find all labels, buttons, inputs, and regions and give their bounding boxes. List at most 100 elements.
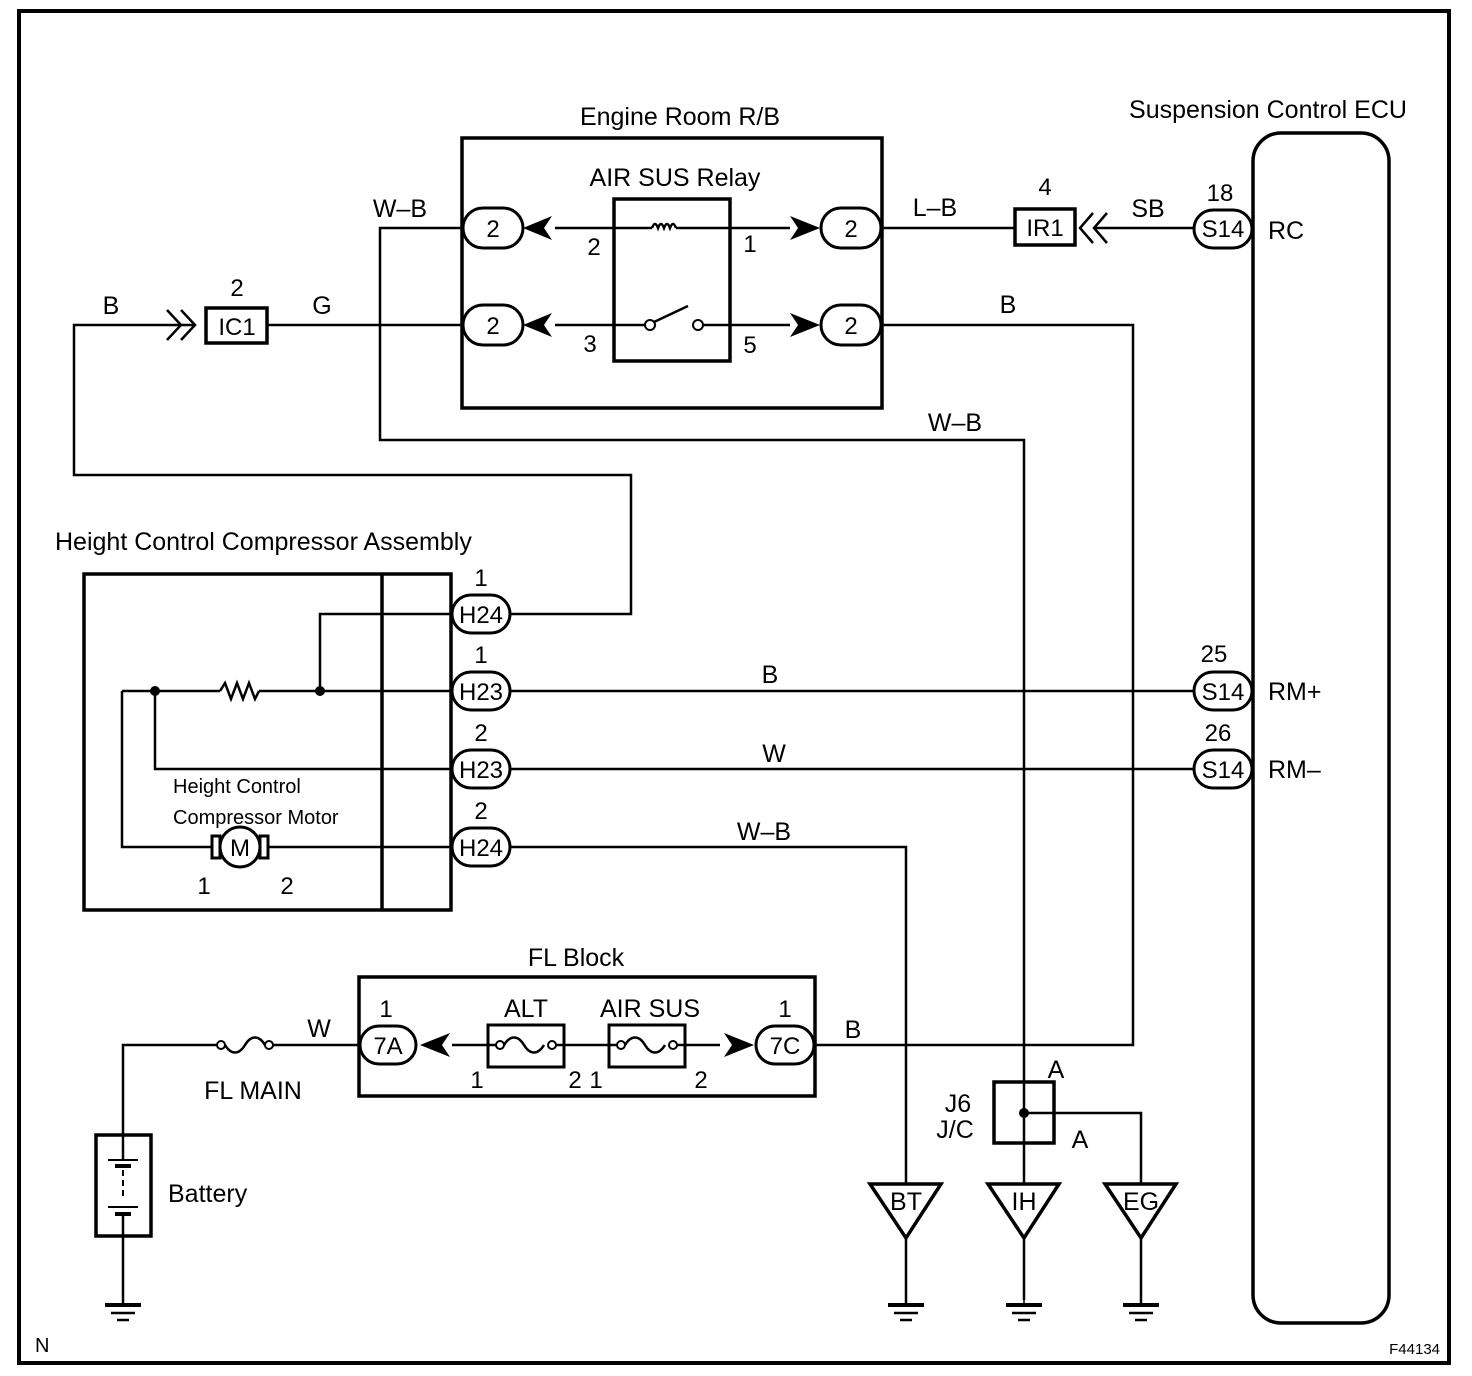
h23-connector: H23	[459, 679, 503, 706]
wire-rm: B W	[510, 661, 1194, 771]
connector-arrow-icon	[790, 313, 820, 337]
h23-connector: H23	[459, 757, 503, 784]
fl-main: W FL MAIN	[121, 1015, 360, 1135]
wire-label: SB	[1131, 195, 1164, 223]
wire-label: W–B	[928, 409, 982, 437]
fuse-pin: 2	[694, 1067, 707, 1094]
ecu-terminal-rm-minus: RM–	[1268, 756, 1321, 784]
ground-point-label: EG	[1123, 1188, 1159, 1216]
wire-label: B	[762, 661, 779, 689]
battery-icon	[108, 1135, 138, 1236]
resistor-icon	[218, 679, 261, 703]
connector-arrow-icon	[420, 1033, 450, 1057]
engine-room-rb-label: Engine Room R/B	[580, 103, 780, 131]
fl-main-label: FL MAIN	[204, 1077, 302, 1105]
motor-label: Compressor Motor	[173, 807, 339, 829]
fl-block-label: FL Block	[528, 944, 625, 972]
air-sus-relay-label: AIR SUS Relay	[590, 164, 761, 192]
ir1-label: IR1	[1026, 215, 1063, 242]
ground-bt: BT	[866, 1182, 945, 1322]
ground-ih: IH	[984, 1182, 1063, 1322]
diagram-frame	[17, 9, 1451, 1365]
ground-icon	[886, 1303, 926, 1322]
ecu-terminal-rm-plus: RM+	[1268, 678, 1321, 706]
wire-ic1: G IC1 2 B	[72, 275, 633, 616]
ecu-connector: S14	[1202, 216, 1245, 243]
7c-connector: 7C	[770, 1033, 801, 1060]
ic1-label: IC1	[218, 314, 255, 341]
motor-label: Height Control	[173, 776, 301, 798]
junction-label: J6	[945, 1090, 971, 1118]
fuse-pin: 1	[589, 1067, 602, 1094]
fuse-icon	[609, 1036, 685, 1054]
motor-icon: M	[210, 825, 270, 869]
rb-connector-2: 2	[486, 216, 499, 243]
wire-wb-top: W–B W–B	[373, 195, 1026, 1300]
rb-connector-2: 2	[486, 313, 499, 340]
fuse-icon	[488, 1036, 564, 1054]
fuse-icon	[216, 1036, 274, 1054]
wire-label: B	[1000, 291, 1017, 319]
connector-arrow-icon	[523, 216, 552, 240]
ecu-pin: 18	[1207, 180, 1234, 207]
wire-b-relay-out: B	[815, 291, 1135, 1047]
connector-pin: 1	[379, 996, 392, 1023]
ecu-label: Suspension Control ECU	[1129, 96, 1407, 124]
connector-arrow-icon	[724, 1033, 754, 1057]
fuse-air-sus-label: AIR SUS	[600, 995, 700, 1023]
connector-pin: 1	[778, 996, 791, 1023]
figure-code: F44134	[1389, 1341, 1440, 1358]
wire-motor-ground: W–B	[510, 818, 908, 1185]
ic1-connector	[204, 306, 269, 345]
ground-eg: EG	[1101, 1182, 1180, 1322]
motor-pin: 1	[197, 873, 210, 900]
7a-connector: 7A	[373, 1033, 402, 1060]
junction-pin: A	[1072, 1126, 1089, 1154]
h24-connector: H24	[459, 602, 503, 629]
suspension-control-ecu: Suspension Control ECU S14 18 RC S14 25 …	[1129, 96, 1407, 1325]
ground-icon	[103, 1303, 143, 1322]
ecu-terminal-rc: RC	[1268, 217, 1304, 245]
ir1-pin: 4	[1038, 174, 1051, 201]
compressor-assembly: Height Control Compressor Assembly M Hei…	[55, 528, 512, 912]
relay-pin-2: 2	[587, 234, 600, 261]
fuse-pin: 2	[568, 1067, 581, 1094]
connector-pin: 1	[474, 565, 487, 592]
rb-connector-2: 2	[844, 313, 857, 340]
connector-pin: 2	[474, 798, 487, 825]
junction-pin: A	[1048, 1056, 1065, 1084]
relay-pin-5: 5	[743, 332, 756, 359]
battery: Battery	[94, 1133, 248, 1322]
fl-block: FL Block ALT 1 2 AIR SUS 1 2	[357, 944, 862, 1098]
relay-switch-icon	[653, 304, 689, 324]
ecu-pin: 25	[1201, 641, 1228, 668]
relay-coil-icon	[650, 222, 678, 232]
corner-mark: N	[35, 1335, 49, 1357]
fuse-pin: 1	[470, 1067, 483, 1094]
ground-icon	[1004, 1303, 1044, 1322]
ground-icon	[1121, 1303, 1161, 1322]
ic1-pin: 2	[230, 275, 243, 302]
ecu-connector: S14	[1202, 757, 1245, 784]
motor-symbol: M	[230, 835, 250, 862]
connector-pin: 2	[474, 720, 487, 747]
battery-label: Battery	[168, 1180, 248, 1208]
wire-label: W–B	[737, 818, 791, 846]
connector-arrow-icon	[523, 313, 552, 337]
compressor-assembly-label: Height Control Compressor Assembly	[55, 528, 472, 556]
rb-connector-2: 2	[844, 216, 857, 243]
wire-label: B	[103, 292, 120, 320]
wire-label: L–B	[913, 194, 957, 222]
wire-rc: L–B IR1 4 SB	[881, 174, 1195, 247]
ecu-pin: 26	[1205, 720, 1232, 747]
ground-point-label: BT	[890, 1188, 922, 1216]
connector-pin: 1	[474, 642, 487, 669]
wire-label: G	[312, 292, 331, 320]
ecu-connector: S14	[1202, 679, 1245, 706]
motor-pin: 2	[280, 873, 293, 900]
wire-label: B	[845, 1016, 862, 1044]
wire-label: W	[762, 740, 786, 768]
ground-point-label: IH	[1012, 1188, 1037, 1216]
fuse-alt-label: ALT	[504, 995, 548, 1023]
